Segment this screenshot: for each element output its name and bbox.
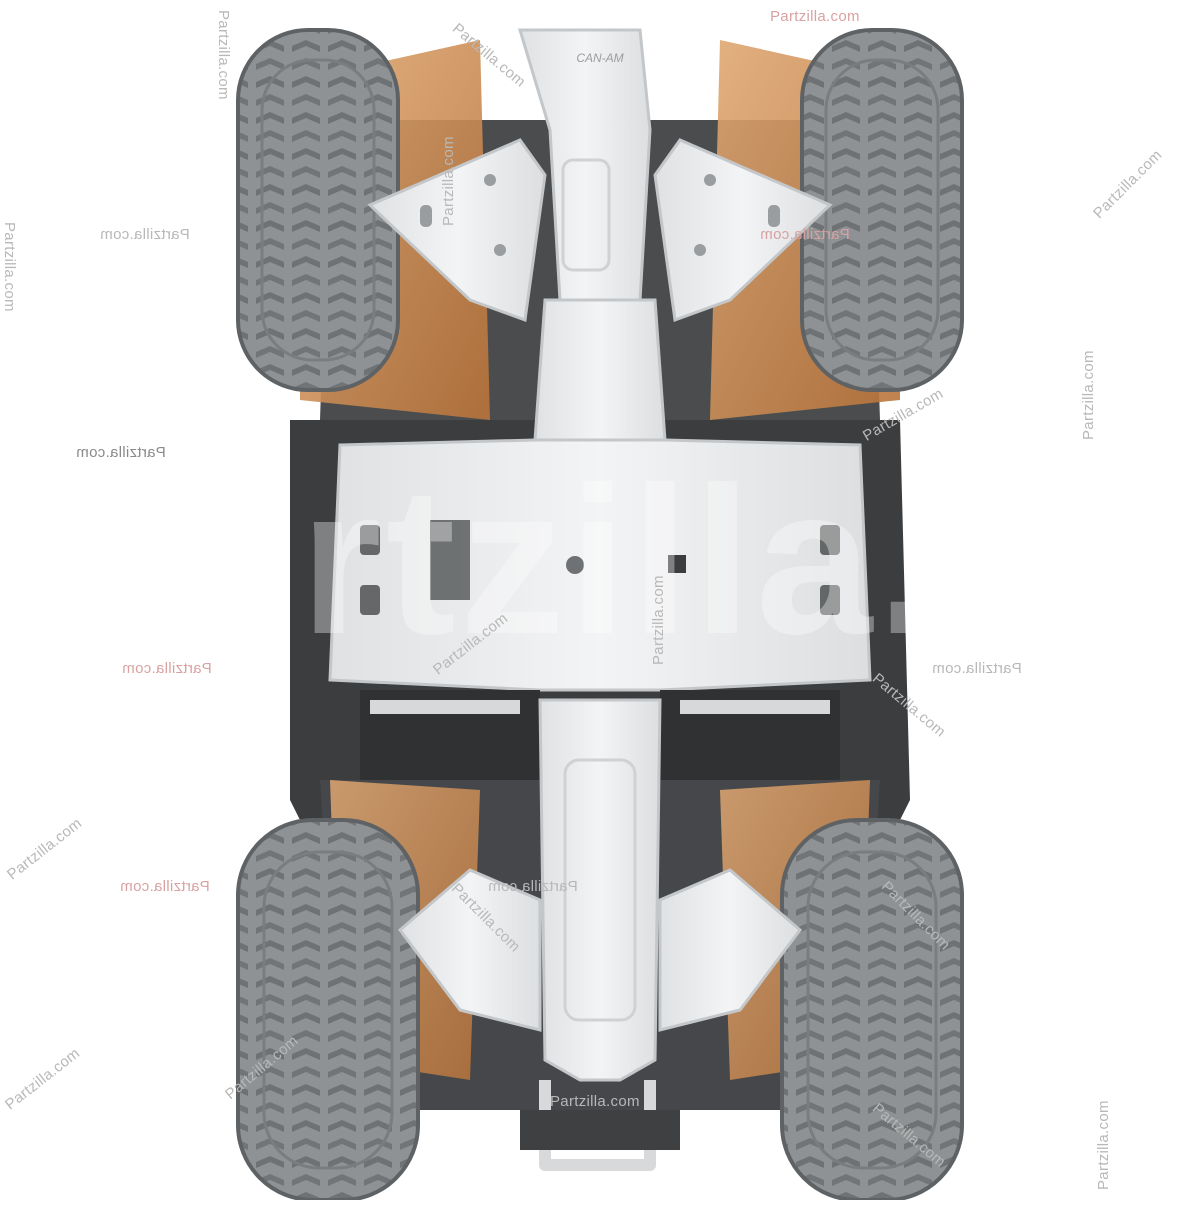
watermark: Partzilla.com [120,878,210,895]
rear-a-arm-guard-left [397,868,542,1032]
watermark-large: rtzilla.c [300,443,1060,678]
watermark: Partzilla.com [76,444,166,461]
watermark: Partzilla.com [1080,350,1097,440]
rear-tow-bar [520,1080,680,1171]
watermark: Partzilla.com [770,8,860,25]
rear-right-tire [780,818,964,1202]
belly-skid-plate [328,438,872,692]
watermark: Partzilla.com [650,575,667,665]
watermark: Partzilla.com [1,222,18,312]
watermark: Partzilla.com [760,226,850,243]
brand-plate-text: CAN-AM [576,51,623,65]
front-a-arm-guard-right [653,138,833,323]
rear-a-arm-guard-right [658,868,803,1032]
rear-suspension [360,690,840,780]
rear-left-tire [236,818,420,1202]
front-a-arm-guard-left [367,138,547,323]
rear-skid-plate [538,698,662,1082]
watermark: Partzilla.com [932,660,1022,677]
center-skid-plate: CAN-AM [517,28,667,442]
watermark: Partzilla.com [100,226,190,243]
watermark: Partzilla.com [215,10,232,100]
watermark: Partzilla.com [122,660,212,677]
watermark: Partzilla.com [550,1093,640,1110]
watermark: Partzilla.com [488,878,578,895]
watermark: Partzilla.com [1095,1100,1112,1190]
watermark: Partzilla.com [440,136,457,226]
